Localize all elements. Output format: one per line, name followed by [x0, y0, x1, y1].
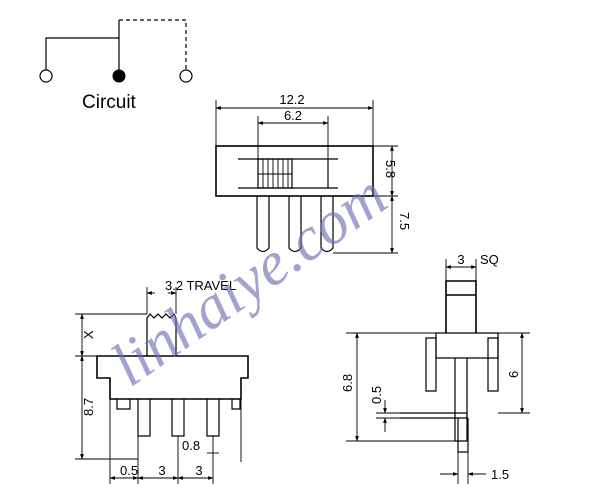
- end-dim-pin: 1.5: [491, 467, 509, 482]
- top-body-outline: [215, 145, 374, 197]
- top-pin-left: [256, 196, 270, 253]
- top-pin-middle: [288, 196, 302, 253]
- side-dim-height: 8.7: [81, 398, 96, 416]
- side-dim-pitch-2: 3: [195, 463, 202, 478]
- side-pins: [137, 399, 220, 437]
- circuit-symbol: Circuit: [39, 19, 193, 113]
- top-view: 12.2 6.2 5.8 7.5: [215, 92, 412, 254]
- end-bottom-ext: [457, 452, 469, 484]
- side-dim-travel: 3.2 TRAVEL: [165, 278, 236, 293]
- top-dim-height: 5.8: [383, 160, 398, 178]
- end-left-leg: [425, 337, 437, 392]
- side-bottom-ext: [109, 399, 242, 484]
- circuit-left-lead: [45, 37, 119, 70]
- top-pin-right: [320, 196, 334, 253]
- top-actuator-knob: [257, 158, 293, 189]
- end-right-ext: [498, 332, 530, 414]
- side-actuator: [146, 312, 177, 356]
- end-right-leg: [487, 337, 499, 392]
- top-dim-overall: 12.2: [279, 92, 304, 107]
- side-left-ext: [75, 313, 147, 460]
- circuit-terminal-common: [112, 69, 126, 83]
- side-bottom-feet: [116, 399, 241, 410]
- top-dim-slot: 6.2: [284, 108, 302, 123]
- circuit-terminal-left: [39, 69, 53, 83]
- circuit-terminal-right: [179, 69, 193, 83]
- end-top-ext: [445, 259, 477, 281]
- circuit-label: Circuit: [82, 92, 137, 113]
- side-view: 3.2 TRAVEL X 8.7 0.5 3 3 0.8: [75, 278, 249, 484]
- end-dim-body: 6.8: [340, 374, 355, 392]
- side-dim-pin-width: 0.8: [182, 438, 200, 453]
- side-dim-x: X: [81, 330, 96, 339]
- circuit-dashed-lead: [119, 19, 187, 70]
- end-left-ext: [346, 332, 455, 442]
- end-body-outline: [435, 332, 499, 359]
- top-knob-ribs: [258, 159, 292, 188]
- end-dim-actuator-unit: SQ: [480, 252, 499, 267]
- end-dim-plate: 0.5: [369, 386, 384, 404]
- top-dim-pin: 7.5: [397, 212, 412, 230]
- end-pin: [457, 418, 469, 453]
- top-ext-lines: [215, 100, 374, 159]
- end-dim-leg: 6: [506, 371, 521, 378]
- side-dim-offset: 0.5: [120, 463, 138, 478]
- end-view: 3 SQ 6.8 0.5 6 1.5: [340, 252, 530, 484]
- end-dim-actuator: 3: [457, 252, 464, 267]
- end-mount-plate: [400, 412, 468, 419]
- end-actuator: [445, 280, 477, 333]
- watermark-text: linhaiye.com: [99, 161, 399, 399]
- side-dim-pitch-1: 3: [158, 463, 165, 478]
- end-center-stem: [454, 358, 468, 442]
